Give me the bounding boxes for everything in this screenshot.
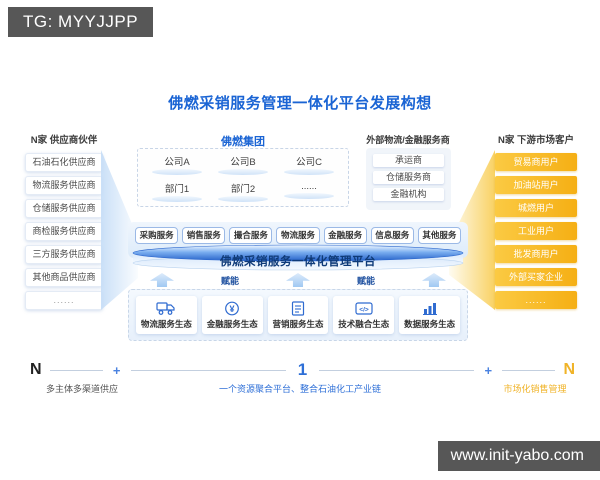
platform-ellipse: [284, 192, 334, 199]
summary-caption-left: 多主体多渠道供应: [45, 384, 118, 394]
suppliers-header: N家 供应商伙伴: [30, 135, 98, 146]
summary-caption-center: 一个资源聚合平台、整合石油化工产业链: [218, 384, 381, 394]
empower-label: 赋能: [220, 275, 239, 286]
empower-label: 赋能: [356, 275, 375, 286]
supplier-box: 三方服务供应商: [25, 245, 103, 264]
summary-row: N + 1 + N: [30, 360, 575, 380]
external-header: 外部物流/金融服务商: [366, 135, 450, 145]
platform-ellipse: [218, 168, 268, 175]
empower-row: 赋能 赋能: [150, 273, 446, 287]
supplier-box: 商检服务供应商: [25, 222, 103, 241]
platform-ellipse: [218, 195, 268, 202]
page-title: 佛燃采销服务管理一体化平台发展构想: [168, 95, 432, 112]
customer-box: 工业用户: [495, 222, 577, 240]
group-item: 部门2: [210, 181, 276, 202]
supplier-box: 石油石化供应商: [25, 153, 103, 172]
ecosystem-box: ¥ 金融服务生态: [201, 296, 263, 334]
supplier-box-ellipsis: ......: [25, 291, 103, 310]
group-item: 部门1: [144, 181, 210, 202]
customers-column: N家 下游市场客户 贸易商用户 加油站用户 城燃用户 工业用户 批发商用户 外部…: [495, 132, 577, 314]
ecosystem-panel: 物流服务生态 ¥ 金融服务生态 营销服务生态: [128, 289, 468, 341]
connector-line: [130, 369, 286, 371]
svg-text:¥: ¥: [230, 303, 235, 313]
service-box: 其他服务: [417, 227, 461, 244]
group-item: 公司C: [276, 154, 342, 175]
group-item-ellipsis: ......: [276, 181, 342, 202]
code-icon: </>: [355, 301, 373, 316]
customer-box: 贸易商用户: [495, 153, 577, 171]
suppliers-column: N家 供应商伙伴 石油石化供应商 物流服务供应商 仓储服务供应商 商检服务供应商…: [25, 132, 103, 314]
connector-line: [502, 369, 556, 371]
customers-header: N家 下游市场客户: [497, 135, 574, 146]
customer-box: 批发商用户: [495, 245, 577, 263]
summary-n-right: N: [563, 361, 575, 378]
external-item: 仓储服务商: [373, 171, 444, 184]
customer-box-ellipsis: ......: [495, 291, 577, 309]
platform-ellipse: [152, 168, 202, 175]
platform-ellipse: [284, 168, 334, 175]
service-box: 物流服务: [276, 227, 320, 244]
external-box: 承运商 仓储服务商 金融机构: [366, 148, 451, 210]
summary-n-left: N: [30, 361, 42, 378]
up-arrow-icon: [421, 273, 446, 287]
platform-cylinder: 佛燃采销服务一体化管理平台: [131, 243, 465, 271]
customer-box: 城燃用户: [495, 199, 577, 217]
services-band: 采购服务 销售服务 撮合服务 物流服务 金融服务 信息服务 其他服务: [135, 227, 461, 244]
summary-caption-right: 市场化销售管理: [503, 384, 567, 394]
platform-label: 佛燃采销服务一体化管理平台: [220, 256, 376, 268]
external-item: 承运商: [373, 154, 444, 167]
tg-banner: TG: MYYJJPP: [8, 7, 154, 37]
truck-icon: [156, 301, 176, 316]
supplier-box: 物流服务供应商: [25, 176, 103, 195]
marketing-doc-icon: [291, 300, 305, 316]
site-banner: www.init-yabo.com: [437, 441, 600, 471]
service-box: 撮合服务: [229, 227, 273, 244]
supplier-box: 仓储服务供应商: [25, 199, 103, 218]
customer-box: 加油站用户: [495, 176, 577, 194]
yuan-coin-icon: ¥: [224, 301, 240, 316]
plus-sign: +: [484, 362, 493, 378]
service-box: 采购服务: [135, 227, 179, 244]
supplier-box: 其他商品供应商: [25, 268, 103, 287]
group-header: 佛燃集团: [221, 136, 265, 148]
group-item: 公司B: [210, 154, 276, 175]
customer-box: 外部买家企业: [495, 268, 577, 286]
service-box: 金融服务: [323, 227, 367, 244]
ecosystem-box: 数据服务生态: [399, 296, 460, 334]
service-box: 信息服务: [370, 227, 414, 244]
summary-one: 1: [297, 360, 308, 379]
bar-chart-icon: [422, 301, 438, 316]
platform-ellipse: [152, 195, 202, 202]
plus-sign: +: [112, 362, 121, 378]
ecosystem-box: 物流服务生态: [136, 296, 197, 334]
svg-text:</>: </>: [359, 306, 369, 313]
up-arrow-icon: [150, 273, 174, 287]
external-item: 金融机构: [373, 188, 444, 201]
service-box: 销售服务: [182, 227, 226, 244]
connector-line: [319, 369, 475, 371]
up-arrow-icon: [285, 273, 310, 287]
connector-line: [49, 369, 103, 371]
cylinder-shape: [132, 244, 464, 271]
ecosystem-box: </> 技术融合生态: [333, 296, 395, 334]
group-item: 公司A: [144, 154, 210, 175]
ecosystem-box: 营销服务生态: [267, 296, 329, 334]
group-box: 公司A 公司B 公司C 部门1 部门2 ......: [137, 148, 349, 207]
